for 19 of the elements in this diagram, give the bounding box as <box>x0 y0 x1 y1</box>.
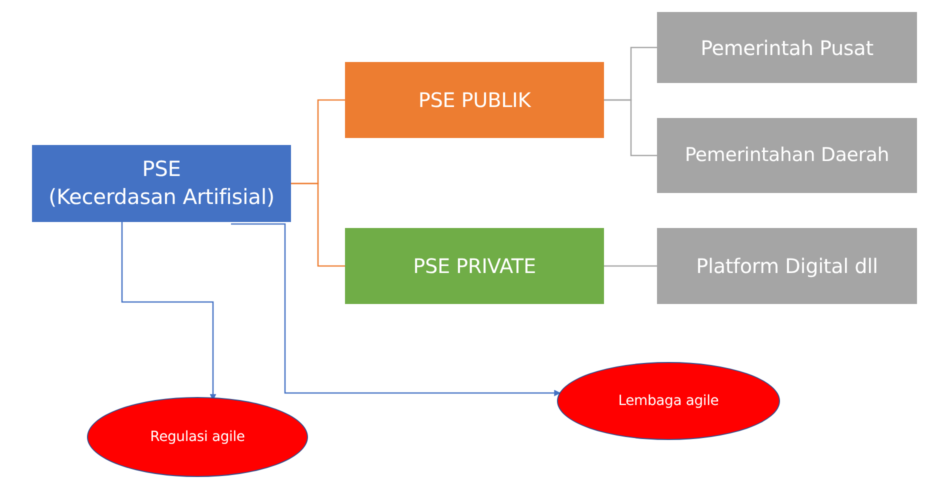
node-label: Regulasi agile <box>150 428 245 446</box>
process-box <box>32 145 291 222</box>
connector-line <box>604 265 657 267</box>
node-label: Platform Digital dll <box>696 253 878 279</box>
connector-line <box>604 99 657 156</box>
process-box <box>657 118 917 193</box>
process-box <box>345 62 604 138</box>
node-label: Lembaga agile <box>618 392 719 410</box>
node-label: Pemerintah Pusat <box>700 34 874 60</box>
connector-line <box>291 182 345 267</box>
arrow <box>231 223 561 396</box>
process-box <box>345 228 604 304</box>
process-box <box>657 228 917 304</box>
node-label: PSE PUBLIK <box>418 87 531 113</box>
node-label: PSE PRIVATE <box>413 253 536 279</box>
node-label: Pemerintahan Daerah <box>684 143 890 168</box>
node-label: PSE <box>142 156 181 184</box>
process-box <box>657 12 917 83</box>
node-label: (Kecerdasan Artifisial) <box>48 184 274 210</box>
